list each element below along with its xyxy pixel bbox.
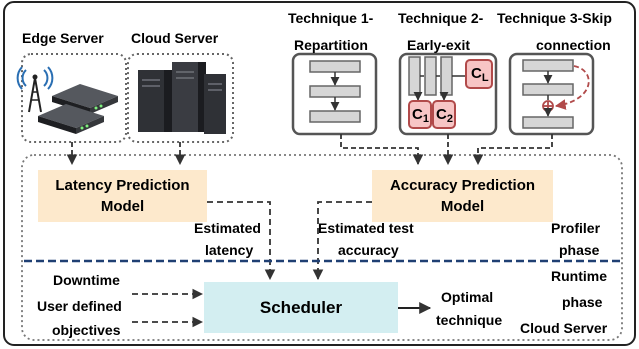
classifier-c1-main: C xyxy=(412,106,423,123)
wifi-tower-icon xyxy=(16,66,54,113)
classifier-cl xyxy=(465,59,493,89)
downtime-input-label: Downtime xyxy=(53,272,120,288)
estimated-latency-label-1: Estimated xyxy=(194,220,261,236)
classifier-c1-sub: 1 xyxy=(422,113,429,125)
technique-2-subtitle: Early-exit xyxy=(407,37,471,53)
classifier-cl-sub: L xyxy=(481,72,489,84)
latency-model-title: Latency Prediction xyxy=(55,177,190,194)
estimated-latency-label-2: latency xyxy=(205,242,254,258)
classifier-c1 xyxy=(408,100,432,129)
optimal-technique-label-2: technique xyxy=(436,312,503,328)
technique-3-title: Technique 3-Skip xyxy=(497,10,612,26)
objectives-input-label-1: User defined xyxy=(37,298,122,314)
edge-server-box xyxy=(21,53,127,143)
profiler-phase-label-2: phase xyxy=(559,242,600,258)
technique-2-title: Technique 2- xyxy=(398,10,484,26)
estimated-accuracy-label-2: accuracy xyxy=(338,242,399,258)
classifier-c2 xyxy=(432,100,456,129)
scheduler-label: Scheduler xyxy=(259,298,343,317)
optimal-technique-label-1: Optimal xyxy=(441,289,494,305)
scheduler-box: Scheduler xyxy=(204,282,398,333)
classifier-c1-label: C1 xyxy=(412,107,429,127)
latency-prediction-model: Latency Prediction Model xyxy=(38,170,207,222)
latency-model-subtitle: Model xyxy=(100,198,145,215)
accuracy-model-subtitle: Model xyxy=(440,198,485,215)
server-tower-icon xyxy=(138,62,226,134)
technique-1-subtitle: Repartition xyxy=(294,37,368,53)
skip-connection-arrow xyxy=(554,65,590,110)
classifier-c2-label: C2 xyxy=(436,107,453,127)
technique-1-title: Technique 1- xyxy=(288,10,374,26)
profiler-phase-label-1: Profiler xyxy=(551,220,601,236)
runtime-phase-label-1: Runtime xyxy=(551,268,607,284)
accuracy-model-title: Accuracy Prediction xyxy=(389,177,536,194)
runtime-phase-label-2: phase xyxy=(562,294,603,310)
classifier-cl-main: C xyxy=(471,65,482,82)
edge-server-label: Edge Server xyxy=(22,30,104,46)
cloud-server-location-label: Cloud Server xyxy=(520,320,608,336)
accuracy-prediction-model: Accuracy Prediction Model xyxy=(372,170,553,222)
classifier-c2-main: C xyxy=(436,106,447,123)
classifier-cl-label: CL xyxy=(471,66,489,86)
cloud-server-region xyxy=(21,154,623,341)
router-device-icon xyxy=(38,104,104,134)
cloud-server-box xyxy=(127,53,234,143)
cloud-server-label: Cloud Server xyxy=(131,30,219,46)
technique-3-subtitle: connection xyxy=(536,37,611,53)
objectives-input-label-2: objectives xyxy=(52,322,121,338)
outer-frame xyxy=(3,1,636,346)
classifier-c2-sub: 2 xyxy=(446,113,453,125)
estimated-accuracy-label-1: Estimated test xyxy=(318,220,414,236)
